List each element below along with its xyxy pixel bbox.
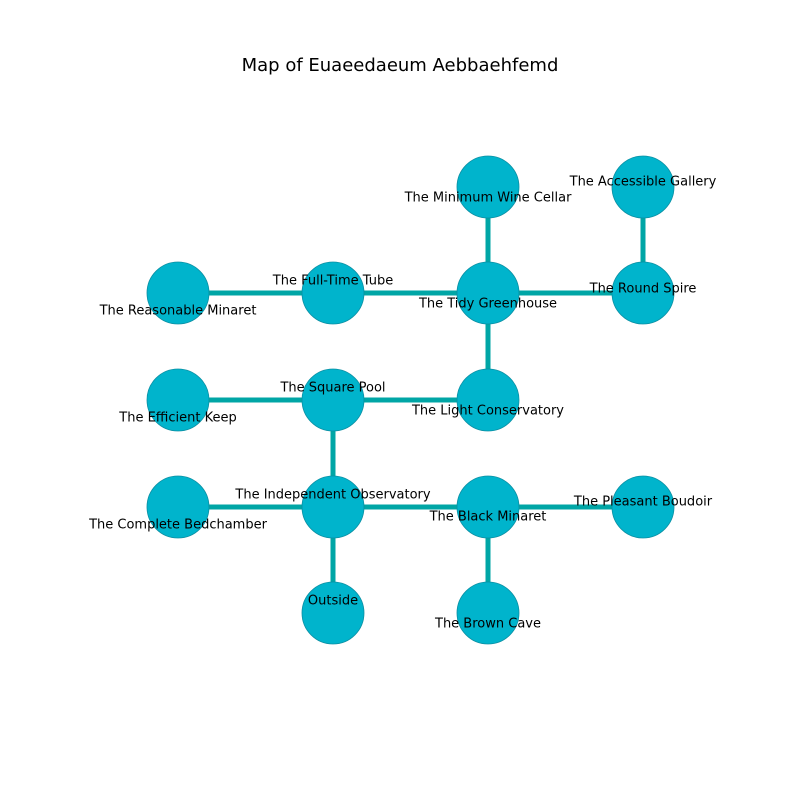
map-title: Map of Euaeedaeum Aebbaehfemd [241, 55, 559, 76]
room-label-square-pool: The Square Pool [279, 381, 385, 396]
room-label-pleasant-boudoir: The Pleasant Boudoir [573, 495, 713, 510]
room-node-independent-observatory[interactable] [301, 475, 365, 539]
room-node-light-conservatory[interactable] [456, 368, 520, 432]
room-label-full-time-tube: The Full-Time Tube [272, 274, 393, 289]
room-node-black-minaret[interactable] [456, 475, 520, 539]
room-node-square-pool[interactable] [301, 368, 365, 432]
room-node-efficient-keep[interactable] [146, 368, 210, 432]
room-label-independent-observatory: The Independent Observatory [234, 488, 430, 503]
room-node-full-time-tube[interactable] [301, 261, 365, 325]
room-label-reasonable-minaret: The Reasonable Minaret [99, 304, 257, 319]
room-label-round-spire: The Round Spire [589, 282, 697, 297]
room-label-black-minaret: The Black Minaret [429, 510, 547, 525]
connections-layer [178, 187, 646, 613]
room-label-accessible-gallery: The Accessible Gallery [569, 175, 717, 190]
room-node-brown-cave[interactable] [456, 581, 520, 645]
room-label-outside: Outside [308, 594, 358, 609]
room-node-accessible-gallery[interactable] [611, 155, 675, 219]
room-label-brown-cave: The Brown Cave [434, 617, 541, 632]
room-label-minimum-wine-cellar: The Minimum Wine Cellar [404, 191, 573, 206]
room-node-tidy-greenhouse[interactable] [456, 261, 520, 325]
room-node-pleasant-boudoir[interactable] [611, 475, 675, 539]
room-label-tidy-greenhouse: The Tidy Greenhouse [418, 297, 557, 312]
room-node-minimum-wine-cellar[interactable] [456, 155, 520, 219]
room-node-outside[interactable] [301, 581, 365, 645]
room-node-round-spire[interactable] [611, 261, 675, 325]
rooms-layer [146, 155, 675, 645]
room-node-complete-bedchamber[interactable] [146, 475, 210, 539]
room-label-efficient-keep: The Efficient Keep [118, 411, 236, 426]
room-label-complete-bedchamber: The Complete Bedchamber [88, 518, 268, 533]
room-node-reasonable-minaret[interactable] [146, 261, 210, 325]
room-label-light-conservatory: The Light Conservatory [411, 404, 564, 419]
